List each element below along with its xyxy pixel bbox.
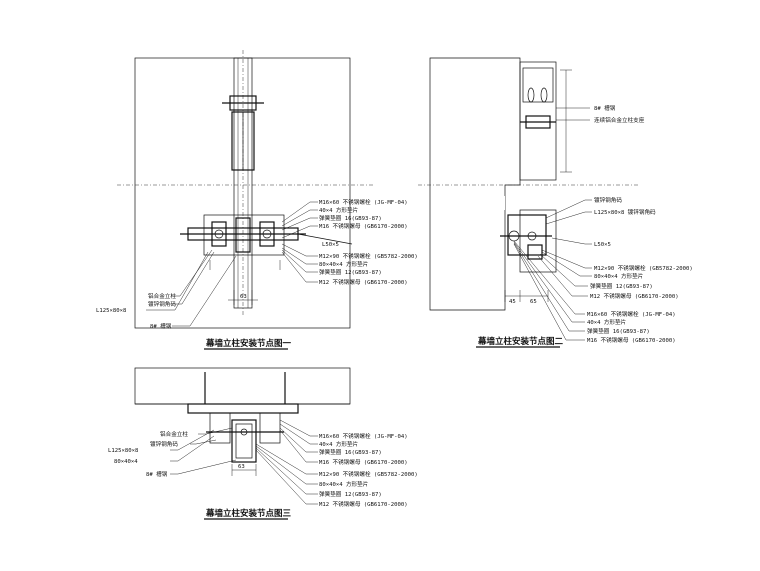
d2-top-1: 连续铝合金立柱支座 xyxy=(594,116,645,124)
d2-label-5: 弹簧垫圈 12(GB93-87) xyxy=(590,282,653,290)
detail-3-slab xyxy=(134,367,351,405)
d3-left-2: 80×40×4 xyxy=(114,459,138,465)
d1-label-5: 80×40×4 方形垫片 xyxy=(319,260,369,268)
d3-left-4: 8# 槽钢 xyxy=(146,470,168,478)
detail-3-title: 幕墙立柱安装节点图三 xyxy=(205,508,292,519)
detail-1-bracket-outline xyxy=(203,214,285,256)
d2-label-6: M12 不锈钢螺母 (GB6170-2000) xyxy=(590,292,679,300)
d1-label-0: M16×60 不锈钢螺栓 (JG-MF-04) xyxy=(319,198,408,206)
d2-label-2: L50×5 xyxy=(594,242,611,248)
detail-1-leaders-right xyxy=(281,201,318,283)
d2-label-10: M16 不锈钢螺母 (GB6170-2000) xyxy=(587,336,676,344)
d3-left-3: 镀锌钢角码 xyxy=(150,440,178,448)
detail-3-leaders-left xyxy=(170,427,237,475)
d3-label-5: 80×40×4 方形垫片 xyxy=(319,480,369,488)
d3-left-1: L125×80×8 xyxy=(108,448,139,454)
d3-label-3: M16 不锈钢螺母 (GB6170-2000) xyxy=(319,458,408,466)
d1-label-1: 40×4 方形垫片 xyxy=(319,206,359,214)
d1-left-0: L125×80×8 xyxy=(96,308,127,314)
d3-label-2: 弹簧垫圈 16(GB93-87) xyxy=(319,448,382,456)
detail-2-leaders-top xyxy=(556,107,590,121)
d3-dim-63: 63 xyxy=(238,464,245,470)
d2-label-3: M12×90 不锈钢螺栓 (GB5782-2000) xyxy=(594,264,693,272)
d1-left-1: 铝合金立柱 xyxy=(148,292,176,300)
detail-2-leaders-right xyxy=(513,199,592,341)
detail-2-title: 幕墙立柱安装节点图二 xyxy=(477,336,564,347)
detail-3-leaders-right xyxy=(255,419,318,505)
detail-2-mullion xyxy=(519,61,557,181)
d2-label-8: 40×4 方形垫片 xyxy=(587,318,627,326)
detail-3: 63 铝合金立柱 L125×80×8 80×40×4 镀锌钢角码 8# 槽钢 M… xyxy=(108,367,418,520)
detail-2-wall xyxy=(429,57,521,311)
d1-label-3: M16 不锈钢螺母 (GB6170-2000) xyxy=(319,222,408,230)
d3-left-0: 铝合金立柱 xyxy=(160,430,188,438)
detail-1-leaders-left xyxy=(146,249,237,327)
detail-3-mullion xyxy=(231,419,257,463)
detail-2: 8# 槽钢 连续铝合金立柱支座 镀锌钢角码 L125×80×8 镀锌钢角码 L5… xyxy=(418,57,693,348)
d2-label-4: 80×40×4 方形垫片 xyxy=(594,272,644,280)
d2-dim-65: 65 xyxy=(530,299,537,305)
d2-label-9: 弹簧垫圈 16(GB93-87) xyxy=(587,327,650,335)
d1-label-7: M12 不锈钢螺母 (GB6170-2000) xyxy=(319,278,408,286)
d2-label-0: 镀锌钢角码 xyxy=(594,196,622,204)
d1-left-3: 8# 槽钢 xyxy=(150,322,172,330)
d3-label-1: 40×4 方形垫片 xyxy=(319,440,359,448)
d2-label-1: L125×80×8 镀锌钢角码 xyxy=(594,208,656,216)
d3-label-7: M12 不锈钢螺母 (GB6170-2000) xyxy=(319,500,408,508)
d1-label-2: 弹簧垫圈 16(GB93-87) xyxy=(319,214,382,222)
detail-1-l50-label: L50×5 xyxy=(322,242,339,248)
d3-label-0: M16×60 不锈钢螺栓 (JG-MF-04) xyxy=(319,432,408,440)
d2-label-7: M16×60 不锈钢螺栓 (JG-MF-04) xyxy=(587,310,676,318)
d2-top-0: 8# 槽钢 xyxy=(594,104,616,112)
d3-label-4: M12×90 不锈钢螺栓 (GB5782-2000) xyxy=(319,470,418,478)
d1-left-2: 镀锌钢角码 xyxy=(148,300,176,308)
d1-label-4: M12×90 不锈钢螺栓 (GB5782-2000) xyxy=(319,252,418,260)
d3-label-6: 弹簧垫圈 12(GB93-87) xyxy=(319,490,382,498)
detail-1-dim-63: 63 xyxy=(240,294,247,300)
detail-2-bracket xyxy=(507,214,547,256)
d1-label-6: 弹簧垫圈 12(GB93-87) xyxy=(319,268,382,276)
detail-3-plate xyxy=(187,403,299,414)
detail-1-frame xyxy=(134,57,351,329)
d2-dim-45: 45 xyxy=(509,299,516,305)
detail-1-title: 幕墙立柱安装节点图一 xyxy=(205,338,292,349)
detail-1: L50×5 63 M16×60 不锈钢螺栓 (JG-MF-04) 40×4 方形… xyxy=(96,50,418,350)
